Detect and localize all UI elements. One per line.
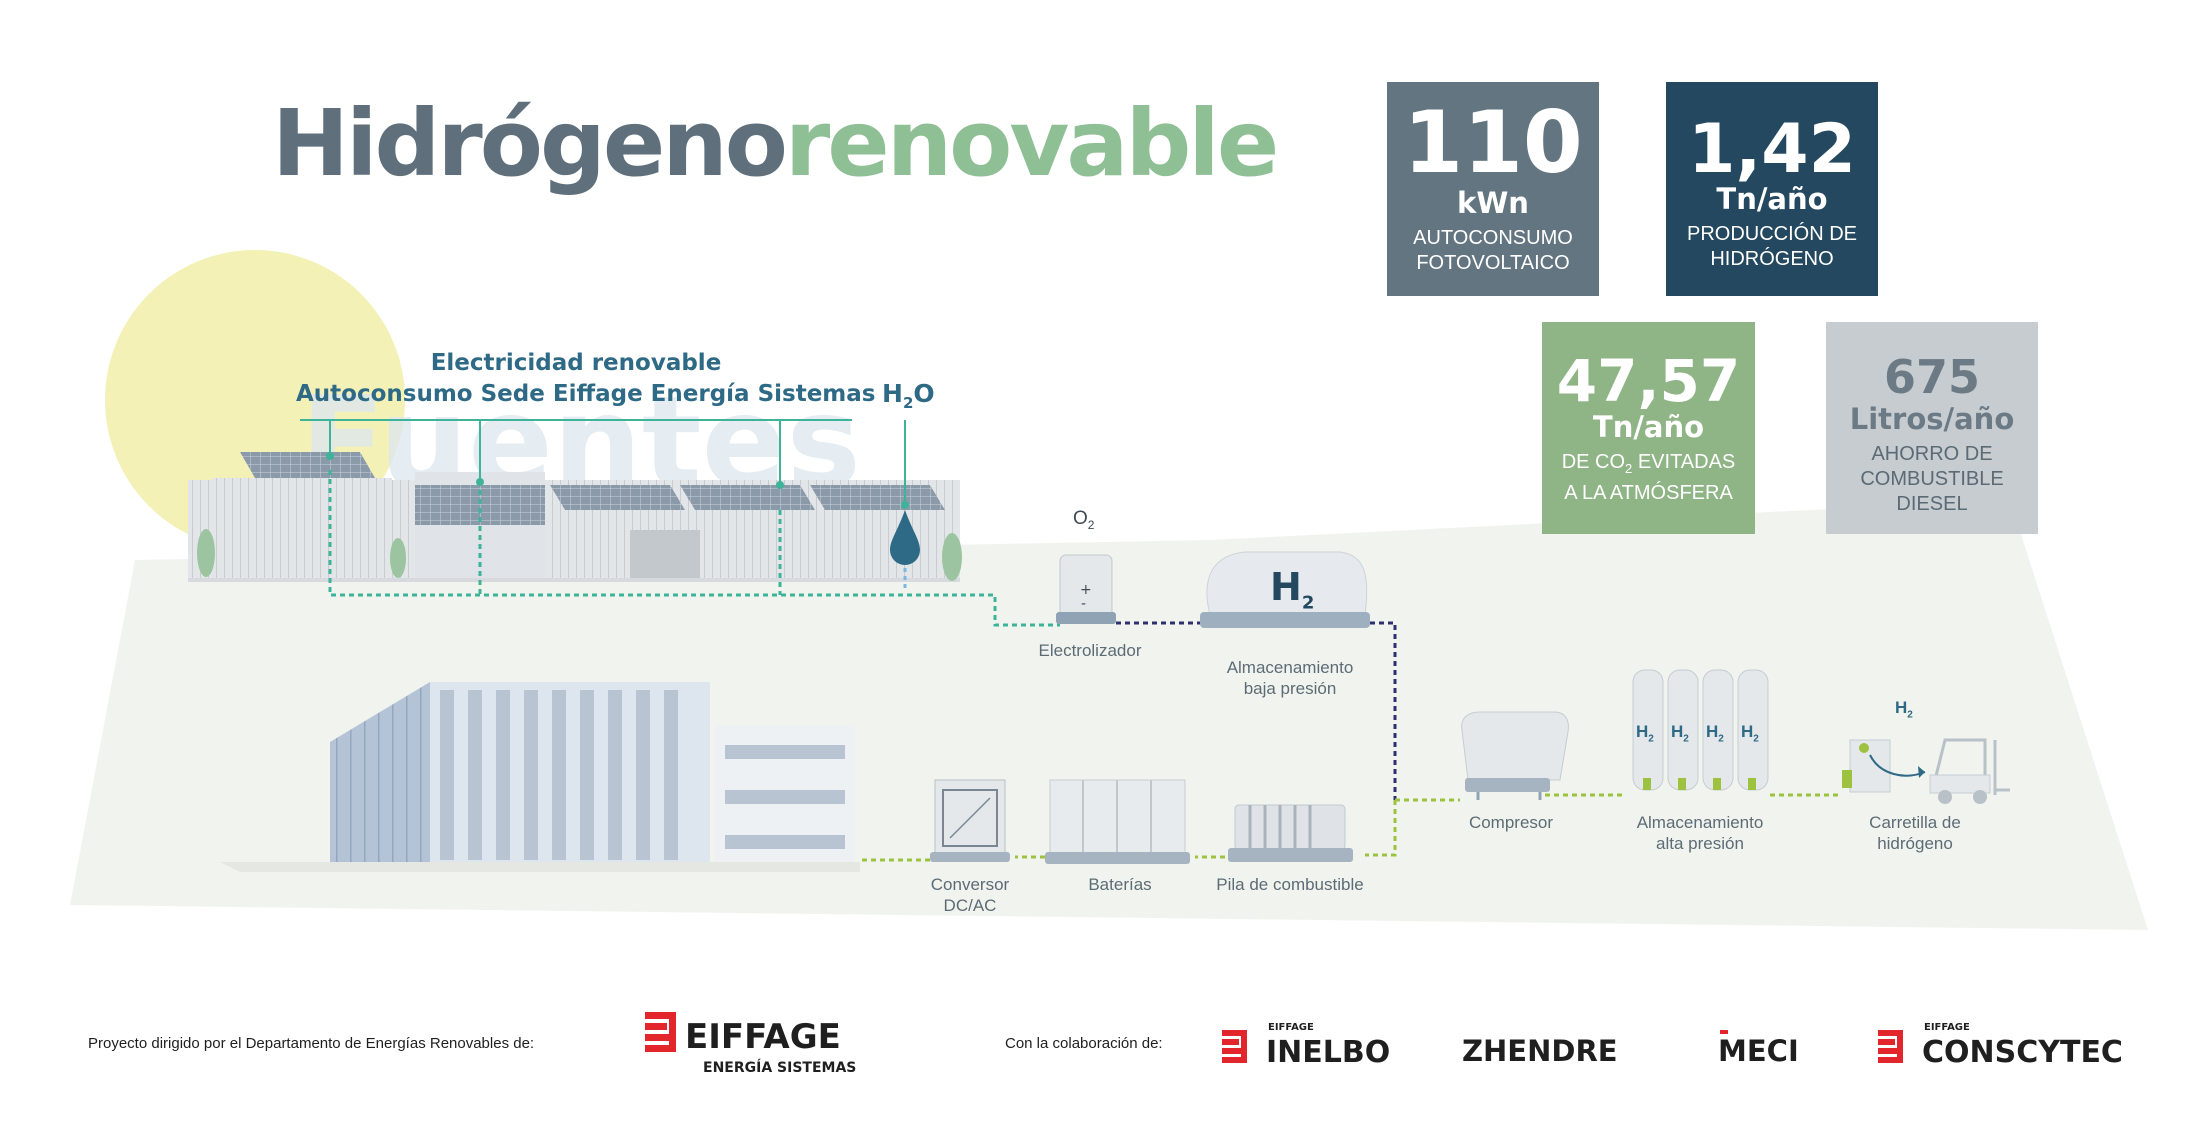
- footer-collaboration: Con la colaboración de:: [1005, 1035, 1163, 1052]
- o2-label: O2: [1073, 508, 1095, 532]
- cylinder-h2-label-2: H2: [1671, 722, 1689, 745]
- source-header-line-2: Autoconsumo Sede Eiffage Energía Sistema…: [296, 381, 876, 407]
- zhendre-logo: ZHENDRE: [1462, 1034, 1618, 1068]
- label-compresor: Compresor: [1468, 813, 1554, 832]
- label-electrolizador: Electrolizador: [1038, 641, 1142, 660]
- svg-text:ENERGÍA SISTEMAS: ENERGÍA SISTEMAS: [703, 1059, 856, 1076]
- low-pressure-tank: [1200, 551, 1370, 628]
- connector-nodes: [326, 452, 909, 509]
- svg-text:+: +: [1080, 582, 1092, 598]
- svg-text:MECI: MECI: [1718, 1034, 1799, 1068]
- meci-logo: MECI: [1718, 1030, 1799, 1068]
- svg-text:EIFFAGE: EIFFAGE: [1924, 1022, 1970, 1033]
- green-flows: [860, 793, 1840, 862]
- kpi-unit: Tn/año: [1592, 410, 1705, 444]
- cylinder-h2-label-1: H2: [1636, 722, 1654, 745]
- kpi-value: 110: [1403, 93, 1583, 193]
- page-title: Hidrógenorenovable: [272, 98, 1279, 190]
- kpi-value: 47,57: [1556, 347, 1741, 415]
- forklift-device: [1842, 738, 2010, 804]
- eiffage-logo: EIFFAGE ENERGÍA SISTEMAS: [645, 1012, 856, 1076]
- h2o-label: H2O: [882, 379, 935, 412]
- batteries-device: [1045, 779, 1190, 864]
- header-connectors: [300, 419, 906, 505]
- title-part-1: Hidrógeno: [272, 90, 788, 197]
- fuel-cell-device: [1228, 804, 1353, 862]
- source-header: Electricidad renovable Autoconsumo Sede …: [296, 348, 876, 410]
- water-drop-icon: [890, 510, 920, 565]
- svg-text:CONSCYTEC: CONSCYTEC: [1922, 1035, 2123, 1066]
- kpi-unit: kWn: [1457, 186, 1529, 220]
- source-header-line-1: Electricidad renovable: [430, 350, 722, 376]
- cylinder-h2-label-4: H2: [1741, 722, 1759, 745]
- kpi-unit: Litros/año: [1849, 402, 2015, 436]
- kpi-value: 1,42: [1688, 110, 1856, 189]
- title-part-2: renovable: [784, 90, 1279, 197]
- svg-text:EIFFAGE: EIFFAGE: [1268, 1022, 1314, 1033]
- cylinder-h2-label-3: H2: [1706, 722, 1724, 745]
- hydrogen-flow-down: [1370, 621, 1397, 805]
- inelbo-logo: EIFFAGE INELBO: [1222, 1022, 1390, 1066]
- office-building: [220, 682, 860, 872]
- electricity-flow: [328, 470, 1060, 627]
- converter-device: [930, 779, 1010, 862]
- kpi-value: 675: [1883, 350, 1981, 404]
- high-pressure-cylinders: [1632, 669, 1769, 791]
- tank-h2-label: H2: [1270, 565, 1315, 614]
- label-pila: Pila de combustible: [1216, 875, 1364, 894]
- svg-text:INELBO: INELBO: [1266, 1035, 1390, 1066]
- footer-directed-by: Proyecto dirigido por el Departamento de…: [88, 1035, 535, 1052]
- label-baterias: Baterías: [1088, 875, 1152, 894]
- forklift-h2-label: H2: [1895, 698, 1913, 721]
- svg-text:ZHENDRE: ZHENDRE: [1462, 1034, 1618, 1068]
- conscytec-logo: EIFFAGE CONSCYTEC: [1878, 1022, 2123, 1066]
- compressor-device: [1461, 711, 1569, 800]
- svg-text:EIFFAGE: EIFFAGE: [685, 1017, 841, 1057]
- kpi-unit: Tn/año: [1716, 182, 1828, 216]
- electrolyzer-device: + -: [1056, 554, 1116, 624]
- svg-text:-: -: [1081, 596, 1086, 612]
